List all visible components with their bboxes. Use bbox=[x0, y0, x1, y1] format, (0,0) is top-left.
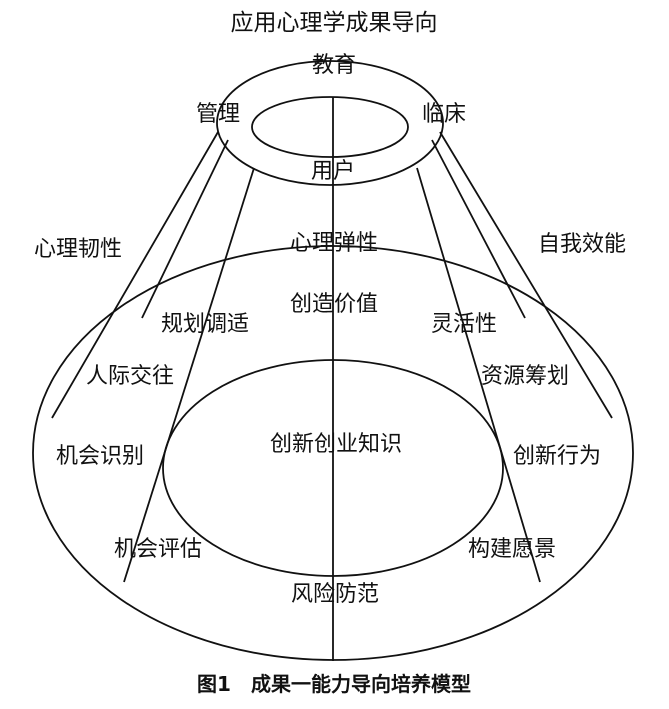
front-left-division-line bbox=[123, 167, 255, 583]
label-core-knowledge: 创新创业知识 bbox=[270, 432, 402, 457]
label-opportunity-assessment: 机会评估 bbox=[114, 537, 202, 562]
label-management: 管理 bbox=[196, 102, 240, 127]
label-psychological-resilience: 心理弹性 bbox=[290, 231, 378, 256]
diagram-title: 应用心理学成果导向 bbox=[231, 10, 438, 36]
label-user: 用户 bbox=[311, 159, 355, 184]
cone-right-edge-inner bbox=[431, 139, 526, 319]
label-planning-adjustment: 规划调适 bbox=[161, 312, 249, 337]
label-risk-prevention: 风险防范 bbox=[291, 582, 379, 607]
cone-left-edge-outer bbox=[51, 131, 219, 419]
label-psychological-toughness: 心理韧性 bbox=[34, 237, 122, 262]
label-flexibility: 灵活性 bbox=[431, 312, 497, 337]
cone-left-edge-inner bbox=[141, 139, 229, 319]
label-self-efficacy: 自我效能 bbox=[538, 232, 626, 257]
figure-caption: 图1 成果一能力导向培养模型 bbox=[197, 672, 471, 696]
label-create-value: 创造价值 bbox=[290, 292, 378, 317]
front-right-division-line bbox=[416, 167, 541, 583]
label-interpersonal: 人际交往 bbox=[86, 364, 174, 389]
top-ring-inner-ellipse bbox=[251, 96, 409, 158]
label-opportunity-identification: 机会识别 bbox=[56, 444, 144, 469]
cone-right-edge-outer bbox=[439, 131, 613, 419]
label-education: 教育 bbox=[312, 53, 356, 78]
label-innovative-behavior: 创新行为 bbox=[513, 444, 601, 469]
label-clinical: 临床 bbox=[422, 102, 466, 127]
top-ring-outer-ellipse bbox=[216, 60, 444, 186]
label-resource-planning: 资源筹划 bbox=[481, 364, 569, 389]
label-build-vision: 构建愿景 bbox=[468, 537, 556, 562]
